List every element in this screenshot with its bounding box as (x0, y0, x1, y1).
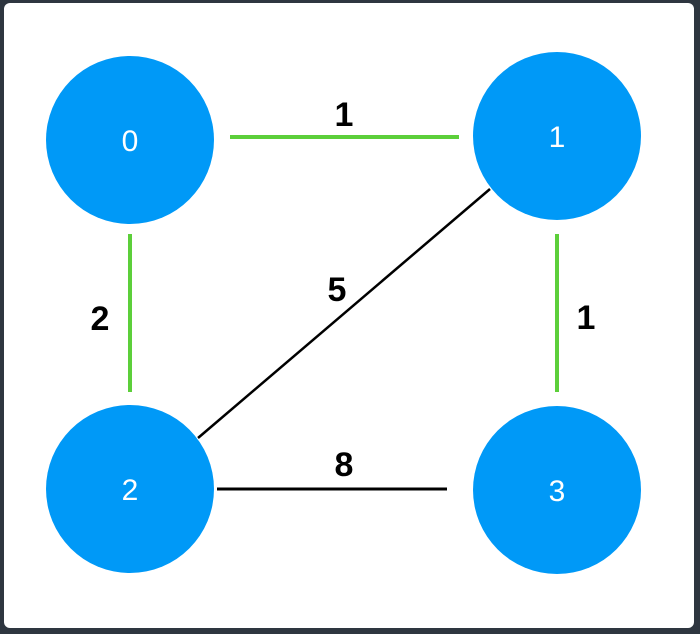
node-label-3: 3 (549, 475, 566, 508)
graph-node-0: 0 (46, 56, 214, 224)
diagram-canvas: 1 2 1 5 8 0 1 2 3 (4, 3, 694, 628)
node-label-0: 0 (122, 125, 139, 158)
graph-node-1: 1 (473, 52, 641, 220)
graph-node-3: 3 (473, 406, 641, 574)
edge-weight-0-2: 2 (91, 300, 110, 338)
edge-weight-0-1: 1 (335, 96, 354, 134)
edge-1-2 (197, 188, 491, 439)
edge-weight-1-3: 1 (577, 299, 596, 337)
node-label-1: 1 (549, 121, 566, 154)
edge-weight-1-2: 5 (328, 271, 347, 309)
node-label-2: 2 (122, 474, 139, 507)
graph-node-2: 2 (46, 405, 214, 573)
graph-diagram: 1 2 1 5 8 0 1 2 3 (46, 52, 641, 574)
edge-weight-2-3: 8 (335, 446, 354, 484)
